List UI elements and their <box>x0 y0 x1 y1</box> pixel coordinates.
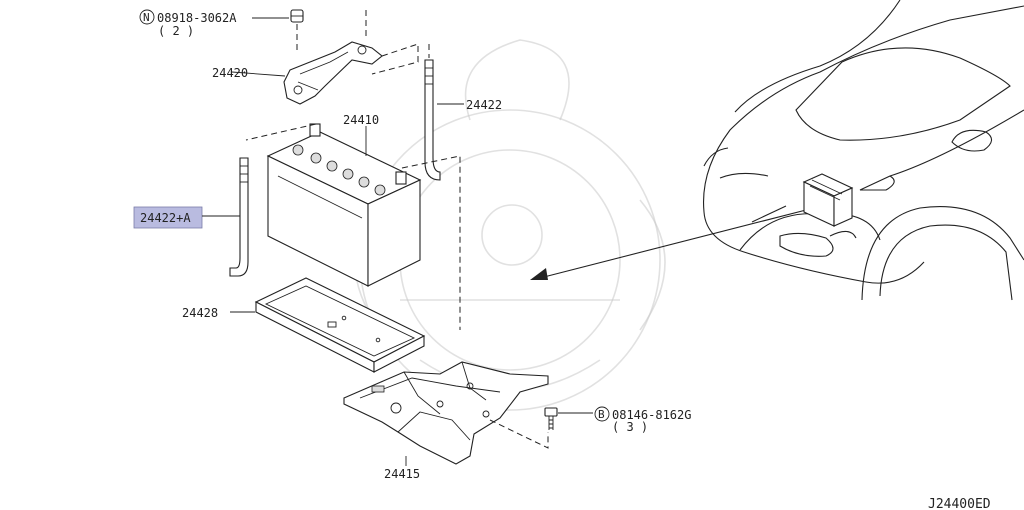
nut-prefix-circle <box>139 9 155 25</box>
nut-part <box>290 9 304 52</box>
nut-prefix: N <box>143 11 150 24</box>
bolt-callout: B 08146-8162G ( 3 ) <box>544 406 691 434</box>
diagram-code: J24400ED <box>928 497 991 510</box>
battery-tray: 24428 <box>182 277 426 373</box>
vehicle-outline <box>702 0 1024 301</box>
rod-right-part-number: 24422 <box>466 98 502 112</box>
bolt-quantity: ( 3 ) <box>612 420 648 434</box>
bracket-part-number: 24420 <box>212 66 248 80</box>
battery-part-number: 24410 <box>343 113 379 127</box>
nut-part-number: 08918-3062A <box>157 11 237 25</box>
rod-left-part-number: 24422+A <box>140 211 191 225</box>
location-arrow <box>530 209 807 280</box>
nut-quantity: ( 2 ) <box>158 24 194 38</box>
hold-down-rod-left: 24422+A <box>133 157 249 277</box>
tray-part-number: 24428 <box>182 306 218 320</box>
rod-left-highlight <box>133 206 203 229</box>
bolt-part-number: 08146-8162G <box>612 408 691 422</box>
hold-down-rod-right: 24422 <box>424 44 502 181</box>
nut-callout: N 08918-3062A ( 2 ) <box>139 9 289 38</box>
battery-support: 24415 <box>343 361 549 481</box>
hold-down-bracket: 24420 <box>212 10 419 105</box>
bolt-prefix: B <box>598 408 605 421</box>
support-part-number: 24415 <box>384 467 420 481</box>
bolt-prefix-circle <box>594 406 610 422</box>
battery: 24410 <box>245 113 461 330</box>
